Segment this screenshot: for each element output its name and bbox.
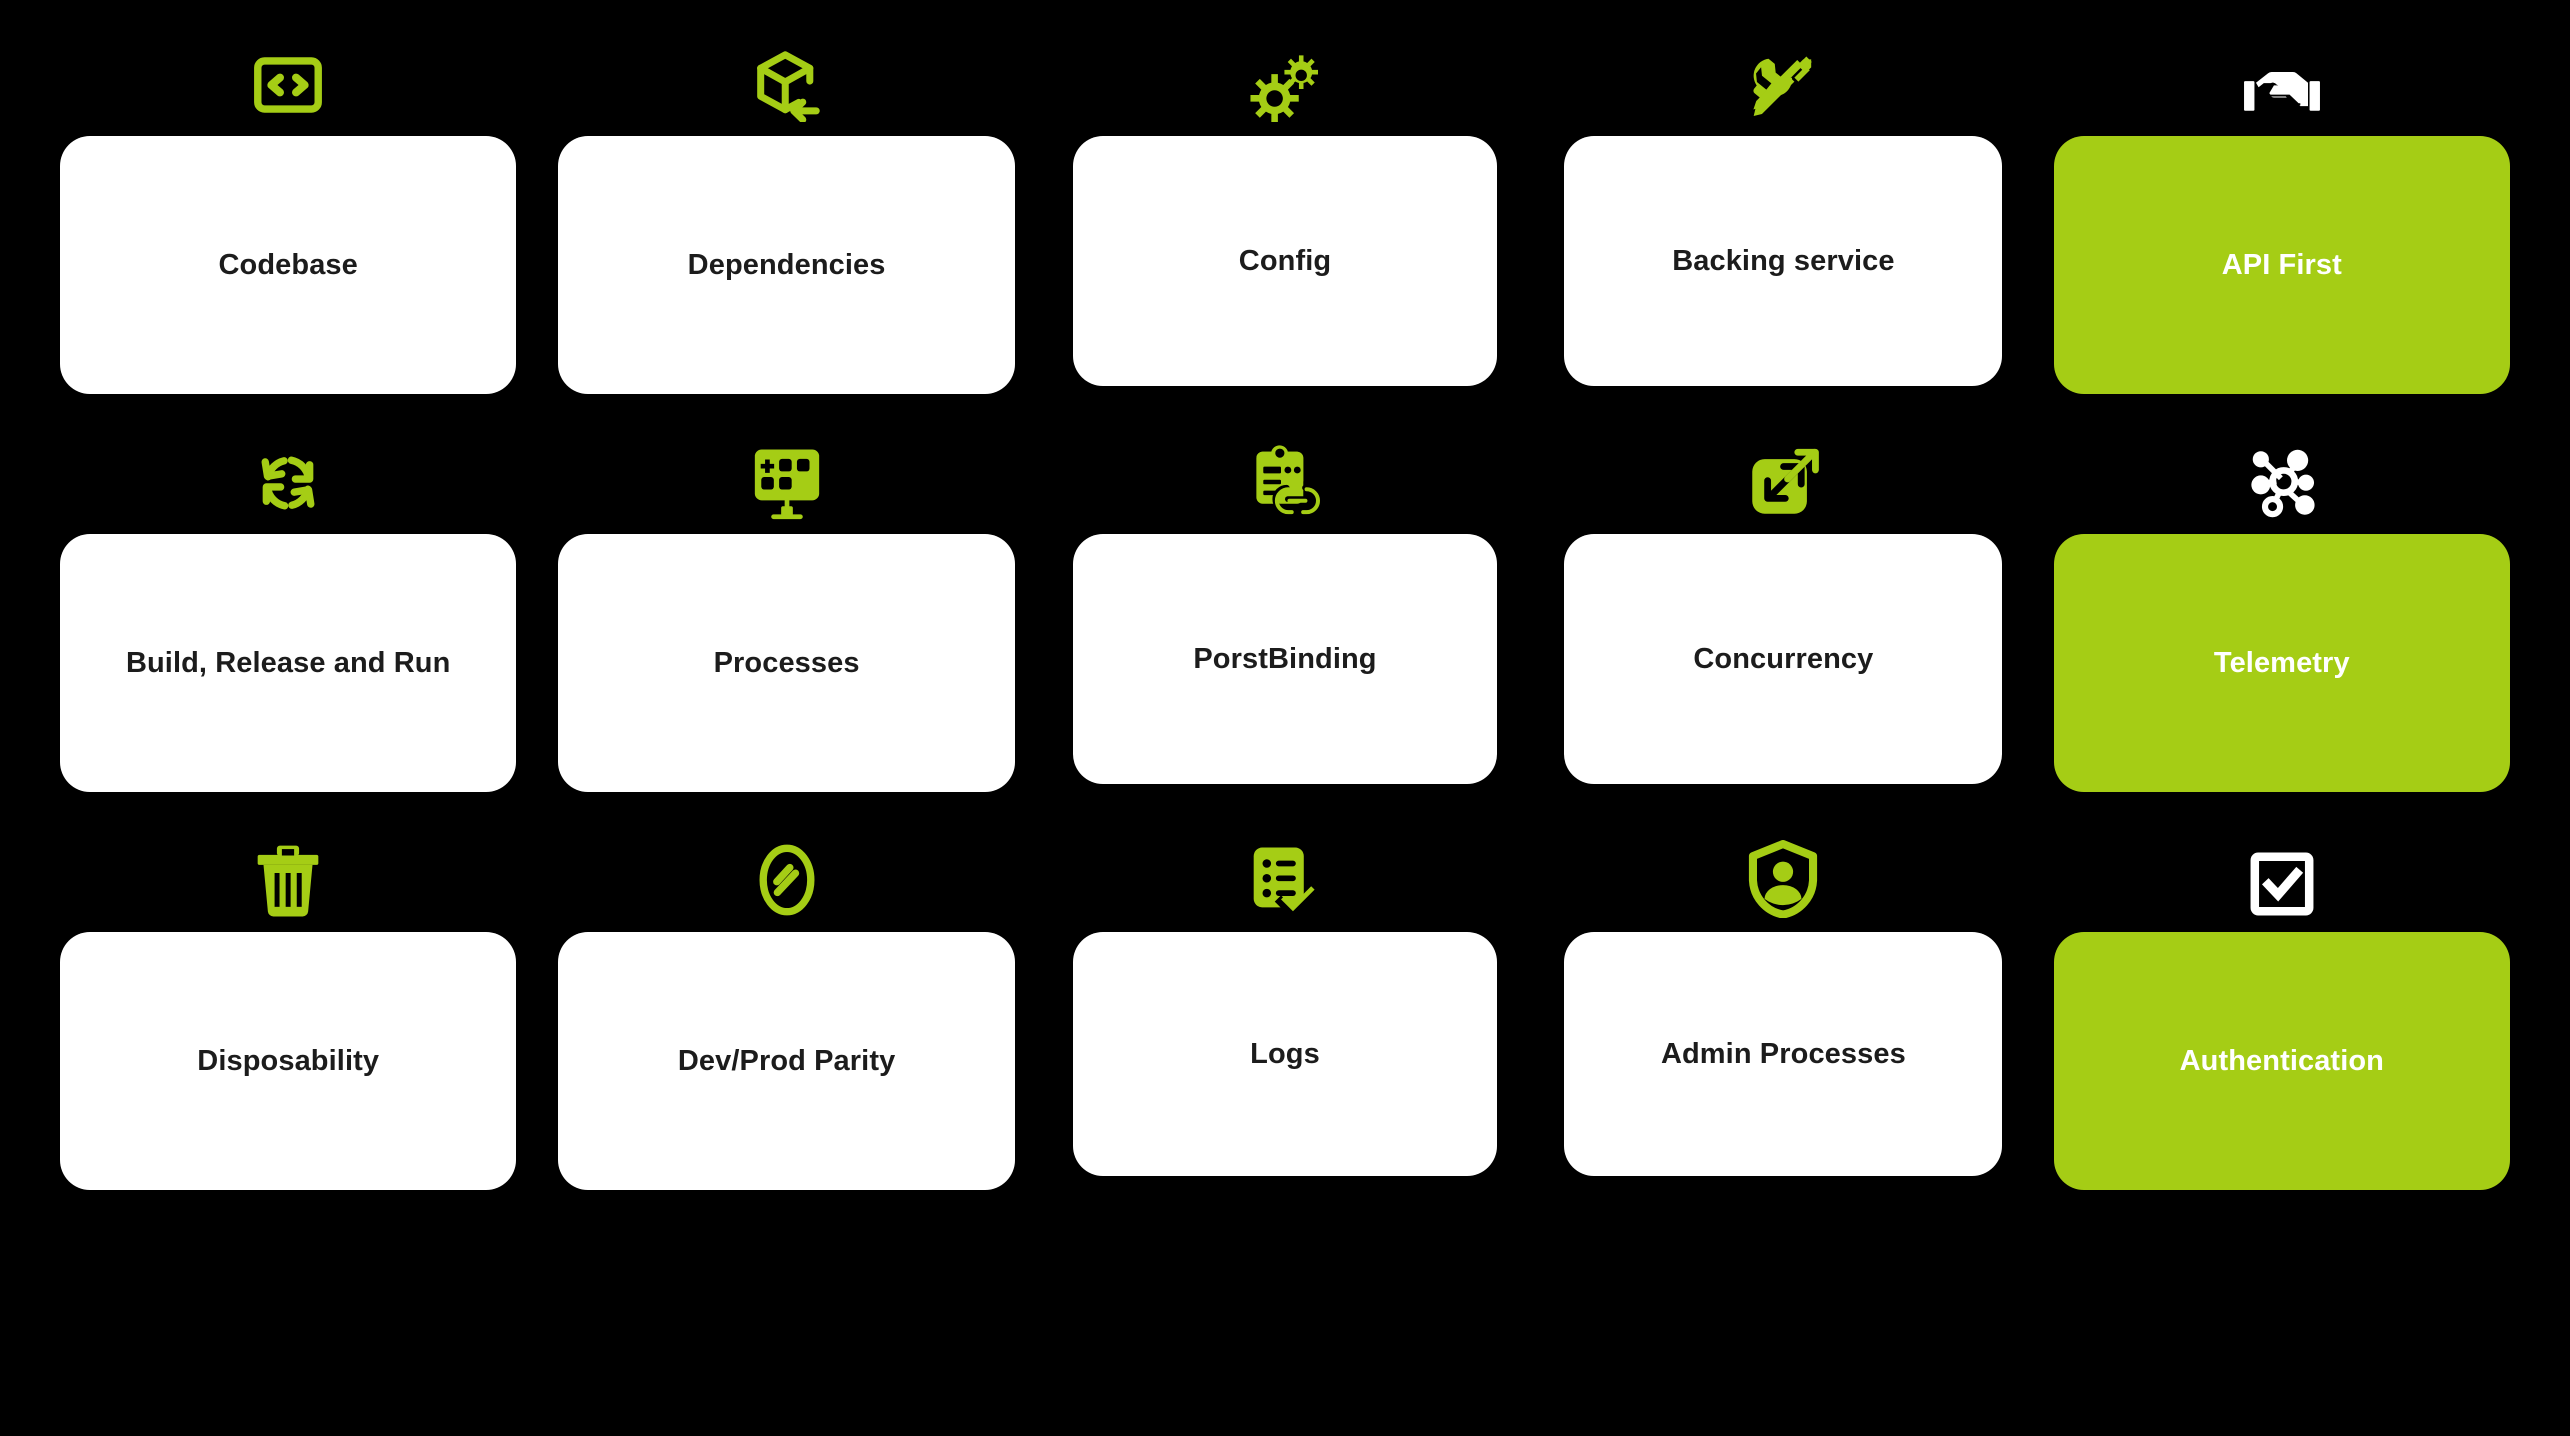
factor-card[interactable]: Config: [1072, 136, 1498, 386]
network-hub-icon: [2054, 428, 2510, 520]
factor-cell-port-binding[interactable]: PorstBinding: [1057, 428, 1513, 784]
factor-cell-config[interactable]: Config: [1057, 30, 1513, 386]
factor-card[interactable]: Admin Processes: [1564, 932, 2003, 1176]
factor-label: Admin Processes: [1660, 1037, 1906, 1070]
factor-cell-processes[interactable]: Processes: [558, 428, 1015, 792]
factor-card[interactable]: API First: [2053, 136, 2510, 394]
code-brackets-icon: [60, 30, 516, 122]
factor-card[interactable]: Dev/Prod Parity: [558, 932, 1015, 1190]
handshake-icon: [2054, 30, 2510, 122]
factor-cell-codebase[interactable]: Codebase: [60, 30, 517, 394]
factor-label: API First: [2221, 248, 2342, 281]
factor-label: Backing service: [1672, 244, 1895, 277]
factor-card[interactable]: Processes: [558, 534, 1015, 792]
gears-icon: [1057, 30, 1513, 122]
package-arrow-icon: [558, 30, 1014, 122]
factor-cell-authentication[interactable]: Authentication: [2053, 826, 2510, 1190]
factor-card[interactable]: Backing service: [1564, 136, 2003, 386]
factor-card[interactable]: Telemetry: [2053, 534, 2510, 792]
factor-cell-logs[interactable]: Logs: [1057, 826, 1513, 1176]
mirror-oval-icon: [558, 826, 1014, 918]
factor-label: PorstBinding: [1193, 642, 1377, 675]
factor-cell-build-release-run[interactable]: Build, Release and Run: [60, 428, 517, 792]
factor-card[interactable]: Dependencies: [558, 136, 1015, 394]
factor-card[interactable]: Codebase: [60, 136, 517, 394]
factor-label: Dev/Prod Parity: [677, 1044, 896, 1077]
factor-card[interactable]: Logs: [1072, 932, 1498, 1176]
factor-label: Telemetry: [2213, 646, 2350, 679]
factor-label: Dependencies: [687, 248, 886, 281]
factor-row: Disposability Dev/Prod Parity: [60, 826, 2510, 1190]
factor-cell-dev-prod-parity[interactable]: Dev/Prod Parity: [558, 826, 1015, 1190]
factor-card[interactable]: Build, Release and Run: [60, 534, 517, 792]
factor-card[interactable]: PorstBinding: [1072, 534, 1498, 784]
refresh-cycle-icon: [60, 428, 516, 520]
factor-cell-api-first[interactable]: API First: [2053, 30, 2510, 394]
factor-cell-backing-service[interactable]: Backing service: [1555, 30, 2011, 386]
factor-label: Concurrency: [1693, 642, 1874, 675]
factor-label: Build, Release and Run: [125, 646, 451, 679]
factor-label: Processes: [713, 646, 860, 679]
shield-person-icon: [1555, 826, 2011, 918]
factor-label: Authentication: [2179, 1044, 2384, 1077]
trash-can-icon: [60, 826, 516, 918]
checkbox-checked-icon: [2054, 826, 2510, 918]
scale-expand-icon: [1555, 428, 2011, 520]
clipboard-link-icon: [1057, 428, 1513, 520]
wrench-screwdriver-icon: [1555, 30, 2011, 122]
factor-label: Logs: [1250, 1037, 1320, 1070]
factor-card[interactable]: Authentication: [2053, 932, 2510, 1190]
factor-card[interactable]: Concurrency: [1564, 534, 2003, 784]
factor-cell-telemetry[interactable]: Telemetry: [2053, 428, 2510, 792]
factor-cell-concurrency[interactable]: Concurrency: [1555, 428, 2011, 784]
factor-row: Build, Release and Run Processes: [60, 428, 2510, 792]
monitor-tiles-icon: [558, 428, 1014, 520]
factor-cell-admin-processes[interactable]: Admin Processes: [1555, 826, 2011, 1176]
factor-card[interactable]: Disposability: [60, 932, 517, 1190]
factor-row: Codebase Dependencies: [60, 30, 2510, 394]
factor-cell-dependencies[interactable]: Dependencies: [558, 30, 1015, 394]
checklist-icon: [1057, 826, 1513, 918]
factor-label: Disposability: [197, 1044, 380, 1077]
factor-label: Config: [1238, 244, 1332, 277]
factor-label: Codebase: [218, 248, 358, 281]
factor-cell-disposability[interactable]: Disposability: [60, 826, 517, 1190]
